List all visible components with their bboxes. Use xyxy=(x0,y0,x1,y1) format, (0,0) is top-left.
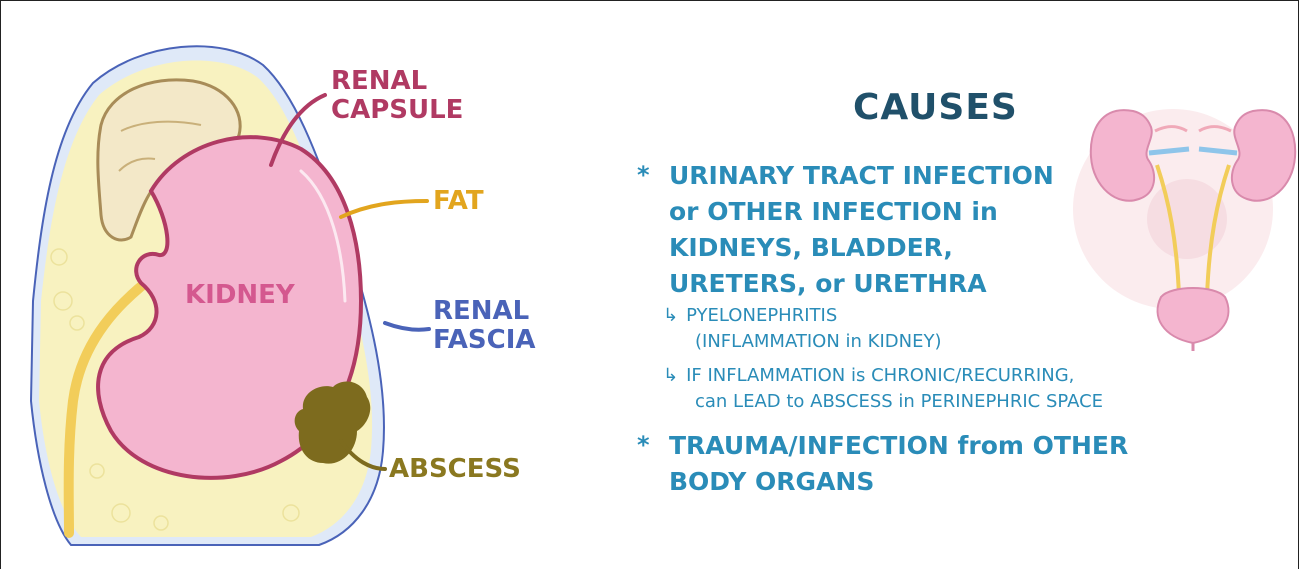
cause-item-trauma: TRAUMA/INFECTION from OTHER BODY ORGANS xyxy=(669,428,1128,500)
sub-point-pyelonephritis: ↳PYELONEPHRITIS (INFLAMMATION in KIDNEY) xyxy=(663,303,942,355)
sub-arrow-icon: ↳ xyxy=(663,363,678,389)
abscess-label: ABSCESS xyxy=(389,455,521,484)
sub-point-chronic: ↳IF INFLAMMATION is CHRONIC/RECURRING, c… xyxy=(663,363,1103,415)
causes-title: CAUSES xyxy=(853,87,1018,128)
sub-arrow-icon: ↳ xyxy=(663,303,678,329)
kidney-label: KIDNEY xyxy=(185,281,295,310)
bullet-star-icon: * xyxy=(637,431,650,459)
cause-item-infection: URINARY TRACT INFECTION or OTHER INFECTI… xyxy=(669,158,1054,302)
fat-leader-line xyxy=(341,201,427,217)
fat-label: FAT xyxy=(433,187,484,216)
fascia-leader-line xyxy=(385,323,429,330)
urinary-system-icon xyxy=(1073,109,1295,351)
bullet-star-icon: * xyxy=(637,161,650,189)
renal-fascia-label: RENAL FASCIA xyxy=(433,297,536,355)
renal-capsule-label: RENAL CAPSULE xyxy=(331,67,463,125)
